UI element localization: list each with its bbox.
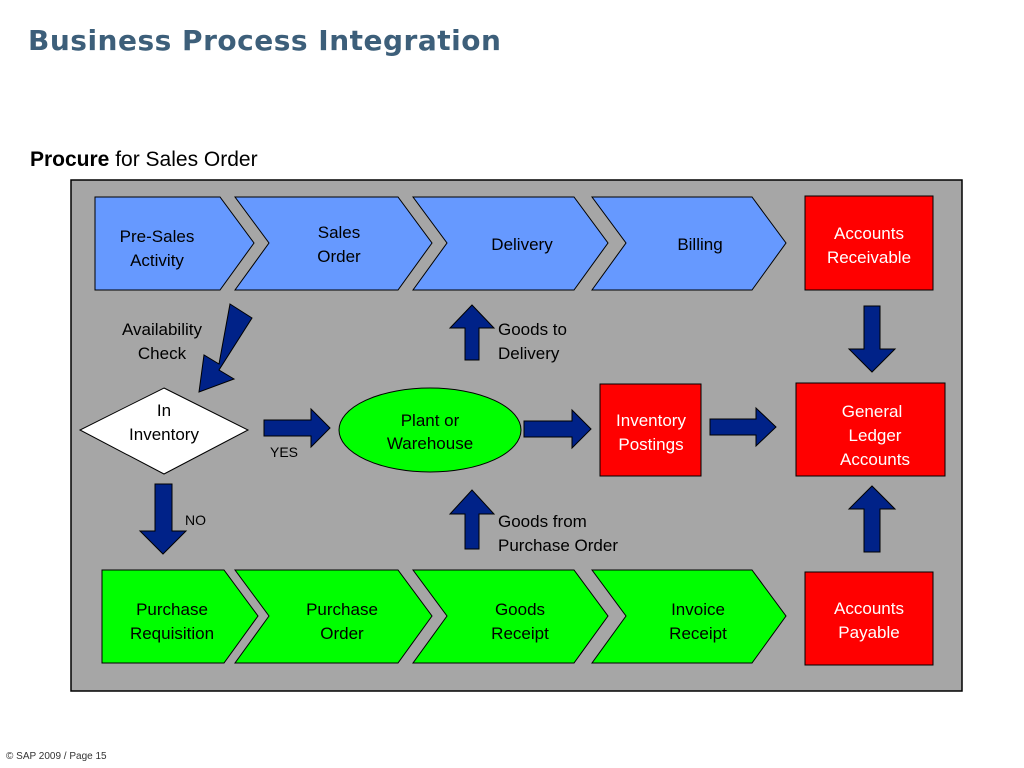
ledger-line1: General: [842, 402, 902, 421]
goods-receipt-line1: Goods: [495, 600, 545, 619]
chevron-sales-order: Sales Order: [234, 196, 433, 291]
no-arrow: [138, 483, 188, 555]
invoice-receipt-line2: Receipt: [669, 624, 727, 643]
box-inventory-postings: Inventory Postings: [599, 383, 702, 477]
subtitle-bold: Procure: [30, 148, 110, 171]
ledger-line3: Accounts: [840, 450, 910, 469]
inventory-postings-line1: Inventory: [616, 411, 686, 430]
ledger-line2: Ledger: [849, 426, 902, 445]
purchase-req-line1: Purchase: [136, 600, 208, 619]
availability-check-arrow: [198, 303, 253, 393]
subtitle-rest: for Sales Order: [109, 148, 258, 171]
purchase-order-line1: Purchase: [306, 600, 378, 619]
delivery-label: Delivery: [491, 235, 553, 254]
inventory-postings-line2: Postings: [618, 435, 683, 454]
box-accounts-receivable: Accounts Receivable: [804, 195, 934, 291]
yes-arrow: [263, 407, 331, 449]
goods-to-delivery-arrow: [448, 304, 496, 361]
chevron-goods-receipt: Goods Receipt: [412, 569, 609, 664]
billing-label: Billing: [677, 235, 722, 254]
purchase-req-line2: Requisition: [130, 624, 214, 643]
plant-line2: Warehouse: [387, 434, 473, 453]
receivable-to-ledger-arrow: [847, 305, 897, 373]
availability-line1: Availability: [122, 320, 203, 339]
page-footer: © SAP 2009 / Page 15: [6, 751, 107, 762]
decision-line1: In: [157, 401, 171, 420]
yes-label: YES: [270, 444, 298, 460]
accounts-payable-line1: Accounts: [834, 599, 904, 618]
goods-receipt-line2: Receipt: [491, 624, 549, 643]
box-accounts-payable: Accounts Payable: [804, 571, 934, 666]
chevron-billing: Billing: [591, 196, 787, 291]
chevron-purchase-order: Purchase Order: [234, 569, 433, 664]
chevron-invoice-receipt: Invoice Receipt: [591, 569, 787, 664]
diagram-subtitle: Procure for Sales Order: [30, 148, 258, 172]
availability-line2: Check: [138, 344, 187, 363]
accounts-payable-line2: Payable: [838, 623, 899, 642]
decision-line2: Inventory: [129, 425, 199, 444]
goods-to-line1: Goods to: [498, 320, 567, 339]
accounts-receivable-line1: Accounts: [834, 224, 904, 243]
plant-to-postings-arrow: [523, 408, 592, 450]
goods-to-line2: Delivery: [498, 344, 560, 363]
chevron-delivery: Delivery: [412, 196, 609, 291]
payable-to-ledger-arrow: [847, 485, 897, 553]
sales-order-line2: Order: [317, 247, 361, 266]
no-label: NO: [185, 512, 206, 528]
invoice-receipt-line1: Invoice: [671, 600, 725, 619]
decision-in-inventory: In Inventory: [78, 387, 250, 475]
box-general-ledger: General Ledger Accounts: [795, 382, 946, 477]
accounts-receivable-line2: Receivable: [827, 248, 911, 267]
goods-from-po-arrow: [448, 489, 496, 550]
sales-order-line1: Sales: [318, 223, 361, 242]
goods-from-line2: Purchase Order: [498, 536, 618, 555]
goods-from-line1: Goods from: [498, 512, 587, 531]
postings-to-ledger-arrow: [709, 406, 777, 448]
page-title: Business Process Integration: [28, 24, 502, 57]
plant-line1: Plant or: [401, 411, 460, 430]
chevron-pre-sales: Pre-Sales Activity: [94, 196, 255, 291]
chevron-purchase-requisition: Purchase Requisition: [101, 569, 259, 664]
pre-sales-line1: Pre-Sales: [120, 227, 195, 246]
purchase-order-line2: Order: [320, 624, 364, 643]
plant-warehouse-node: Plant or Warehouse: [338, 387, 522, 473]
pre-sales-line2: Activity: [130, 251, 184, 270]
